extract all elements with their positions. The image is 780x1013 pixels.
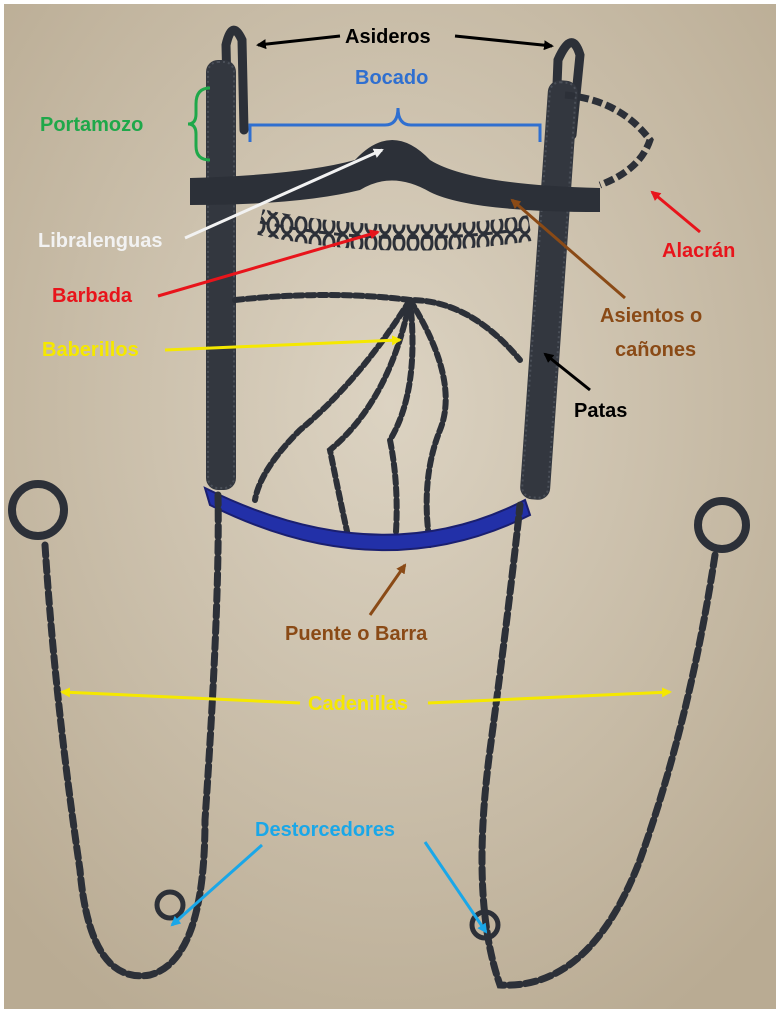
libralenguas-label: Libralenguas [38, 230, 162, 252]
asideros-label: Asideros [345, 26, 431, 48]
destorcedores-label: Destorcedores [255, 819, 395, 841]
portamozo-label: Portamozo [40, 114, 143, 136]
asientos-label-line1: Asientos o [600, 305, 702, 327]
barbada-label: Barbada [52, 285, 133, 307]
bocado-label: Bocado [355, 67, 428, 89]
puente-label: Puente o Barra [285, 623, 428, 645]
asientos-label-line2: cañones [615, 339, 696, 361]
cadenillas-label: Cadenillas [308, 693, 408, 715]
patas-label: Patas [574, 400, 627, 422]
alacran-label: Alacrán [662, 240, 735, 262]
baberillos-label: Baberillos [42, 339, 139, 361]
